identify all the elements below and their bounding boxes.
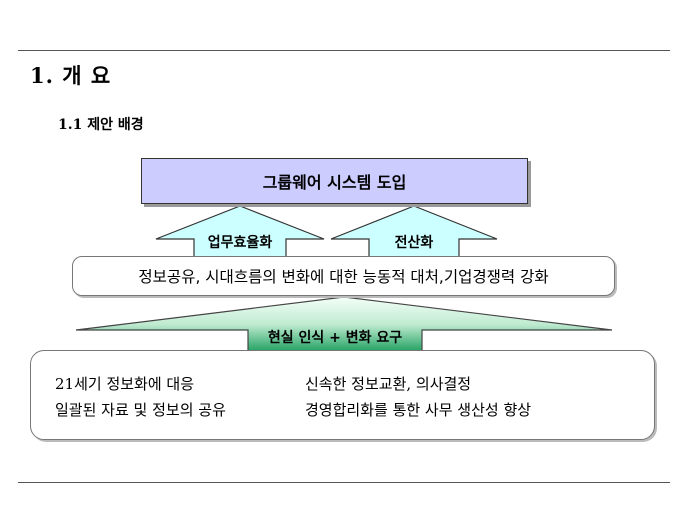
bottom-divider — [18, 482, 670, 483]
subsection-heading: 1.1 제안 배경 — [58, 117, 144, 133]
top-divider — [18, 50, 670, 51]
factor-item: 신속한 정보교환, 의사결정 — [305, 375, 472, 393]
factor-item: 경영합리화를 통한 사무 생산성 향상 — [305, 401, 532, 419]
factor-item: 일괄된 자료 및 정보의 공유 — [55, 401, 226, 419]
groupware-adoption-box: 그룹웨어 시스템 도입 — [141, 158, 528, 204]
middle-statement-box: 정보공유, 시대흐름의 변화에 대한 능동적 대처,기업경쟁력 강화 — [72, 256, 615, 296]
right-arrow-label: 전산화 — [394, 235, 434, 251]
left-arrow-label: 업무효율화 — [207, 235, 273, 251]
background-factors-box: 21세기 정보화에 대응 일괄된 자료 및 정보의 공유 신속한 정보교환, 의… — [30, 350, 655, 440]
factor-item: 21세기 정보화에 대응 — [55, 375, 195, 393]
bottom-arrow-label: 현실 인식 + 변화 요구 — [267, 330, 403, 346]
section-heading: 1. 개 요 — [30, 63, 112, 88]
